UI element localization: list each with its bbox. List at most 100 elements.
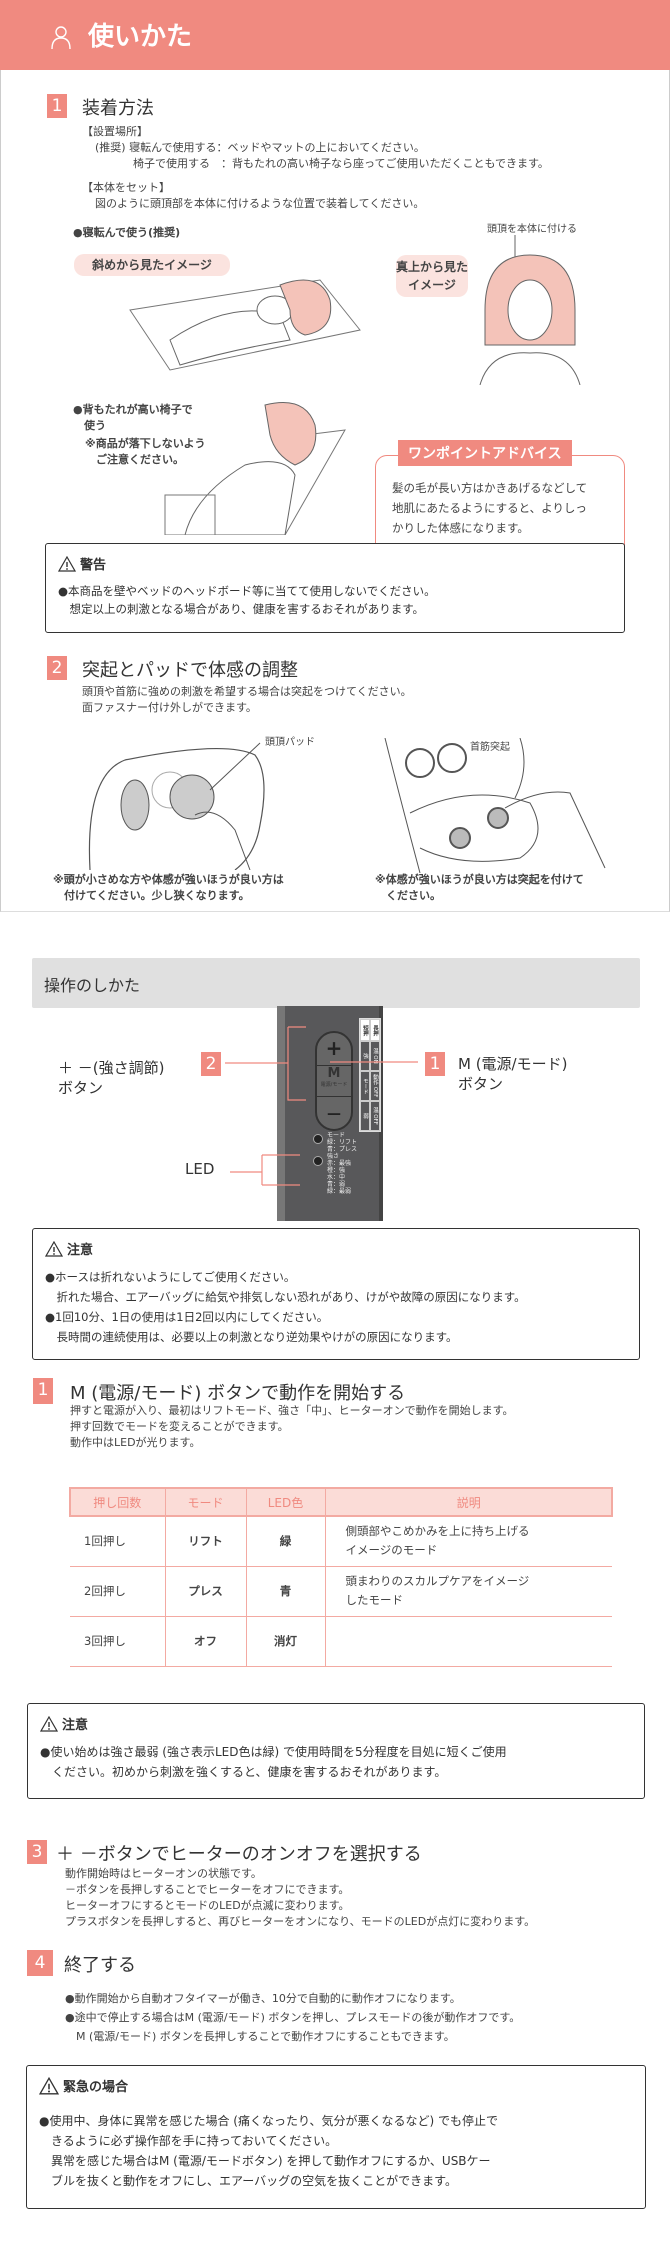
callout-number: 1 [425, 1052, 445, 1076]
page-title: 使いかた [88, 22, 193, 52]
step-text: 頭頂や首筋に強めの刺激を希望する場合は突起をつけてください。 面ファスナー付け外… [82, 685, 412, 714]
cell: 消灯 [246, 1616, 326, 1667]
table-row: 3回押しオフ消灯 [70, 1616, 612, 1667]
table-header: LED色 [246, 1488, 326, 1516]
minus-button[interactable]: — [327, 1106, 341, 1122]
led-callout: LED [185, 1160, 215, 1178]
led1-label: モード [327, 1132, 346, 1139]
diagonal-view-label: 斜めから見たイメージ [74, 254, 230, 276]
table-header: 説明 [325, 1488, 612, 1516]
callout-lines [225, 1026, 418, 1186]
caution-body: ●使い始めは強さ最弱 (強さ表示LED色は緑) で使用時間を5分程度を目処に短く… [40, 1745, 507, 1779]
table-header: モード [165, 1488, 247, 1516]
m-button-callout: M (電源/モード) ボタン [458, 1055, 568, 1093]
step-number: 2 [47, 656, 67, 680]
step-title: 終了する [64, 1955, 136, 1976]
table-row: 1回押しリフト緑側頭部やこめかみを上に持ち上げる イメージのモード [70, 1516, 612, 1567]
step-title: 装着方法 [82, 98, 154, 119]
pad-label: 頭頂パッド [265, 737, 315, 748]
advice-box: ワンポイントアドバイス 髪の毛が長い方はかきあげるなどして 地肌にあたるようにす… [375, 440, 625, 565]
cell: 3回押し [70, 1616, 166, 1667]
page-header: 使いかた [0, 0, 670, 70]
step-number: 1 [33, 1378, 53, 1404]
operation-header: 操作のしかた [32, 958, 640, 1008]
led2-sub: 赤：最強 橙：強 水：中 青：弱 緑：最弱 [327, 1160, 352, 1195]
led2-label: 強さ [327, 1153, 340, 1160]
advice-body: 髪の毛が長い方はかきあげるなどして 地肌にあたるようにすると、よりしっ かりした… [392, 481, 588, 535]
warning-icon [58, 555, 76, 572]
step-title: M (電源/モード) ボタンで動作を開始する [70, 1383, 406, 1404]
guide-heat-off: 温 OFF [370, 1101, 380, 1131]
plus-button[interactable]: + [325, 1036, 343, 1060]
lying-label: ●寝転んで使う(推奨) [73, 226, 181, 239]
cell: リフト [165, 1516, 247, 1567]
operation-title: 操作のしかた [44, 976, 141, 995]
emergency-box: 緊急の場合 ●使用中、身体に異常を感じた場合 (痛くなったり、気分が悪くなるなど… [26, 2065, 646, 2209]
step-text: ●動作開始から自動オフタイマーが働き、10分で自動的に動作オフになります。 ●途… [65, 1992, 521, 2043]
chair-illustration [164, 402, 346, 535]
top-view-label: 真上から見た イメージ [396, 255, 468, 297]
warning-title: 警告 [80, 558, 107, 573]
guide-mode: モード [360, 1071, 370, 1101]
advice-title: ワンポイントアドバイス [398, 440, 572, 466]
top-view-illustration [479, 235, 581, 385]
note-left: ※頭が小さめな方や体感が強いほうが良い方は 付けてください。少し狭くなります。 [53, 873, 284, 902]
callout-number: 2 [201, 1052, 221, 1076]
warning-box: 警告 ●本商品を壁やベッドのヘッドボード等に当てて使用しないでください。 想定以… [45, 543, 625, 633]
cell: 青 [246, 1566, 326, 1617]
m-sub-label: 電源/モード [320, 1082, 348, 1088]
bump-label: 首筋突起 [470, 742, 510, 753]
guide-strong: 強 [360, 1041, 370, 1071]
led-guide: モード 緑：リフト 青：プレス 強さ 赤：最強 橙：強 水：中 青：弱 緑：最弱 [327, 1132, 357, 1195]
caution-title: 注意 [62, 1718, 89, 1733]
place-line: (推奨) 寝転んで使用する：ベッドやマットの上においてください。 [95, 141, 425, 154]
table-row: 2回押しプレス青頭まわりのスカルプケアをイメージ したモード [70, 1566, 612, 1617]
warning-icon [45, 1240, 63, 1257]
cell: 1回押し [70, 1516, 166, 1567]
bump-illustration [384, 738, 606, 873]
function-guide: 短押 長押 強 温 ON モード 動作 OFF 弱 温 OFF [359, 1018, 381, 1132]
head-label: 頭頂を本体に付ける [487, 224, 577, 235]
note-right: ※体感が強いほうが良い方は突起を付けて ください。 [375, 873, 584, 902]
lying-illustration [129, 279, 361, 371]
m-label: M [327, 1066, 341, 1081]
step-title: 突起とパッドで体感の調整 [82, 660, 298, 681]
step-number: 4 [27, 1950, 53, 1976]
cell: 緑 [246, 1516, 326, 1567]
emergency-title: 緊急の場合 [63, 2080, 129, 2095]
set-line: 図のように頭頂部を本体に付けるような位置で装着してください。 [95, 197, 425, 210]
step-text: 動作開始時はヒーターオンの状態です。 －ボタンを長押しすることでヒーターをオフに… [65, 1867, 536, 1928]
cell: プレス [165, 1566, 247, 1617]
step-title: ＋ －ボタンでヒーターのオンオフを選択する [56, 1844, 422, 1865]
step-number: 3 [27, 1840, 47, 1864]
set-label: 【本体をセット】 [82, 181, 170, 194]
emergency-body: ●使用中、身体に異常を感じた場合 (痛くなったり、気分が悪くなるなど) でも停止… [39, 2114, 498, 2188]
place-label: 【設置場所】 [82, 125, 148, 138]
guide-power-off: 動作 OFF [370, 1071, 380, 1101]
chair-label: ●背もたれが高い椅子で 使う [73, 403, 193, 432]
step-number: 1 [47, 94, 67, 118]
caution-box: 注意 ●ホースは折れないようにしてご使用ください。 折れた場合、エアーバッグに給… [32, 1228, 640, 1360]
caution-title: 注意 [67, 1243, 94, 1258]
warning-icon [39, 2076, 59, 2094]
cell: オフ [165, 1616, 247, 1667]
caution-box: 注意 ●使い始めは強さ最弱 (強さ表示LED色は緑) で使用時間を5分程度を目処… [27, 1703, 645, 1799]
cell [325, 1616, 612, 1667]
pad-illustration [88, 742, 265, 870]
chair-note: ※商品が落下しないよう ご注意ください。 [85, 437, 206, 466]
warning-body: ●本商品を壁やベッドのヘッドボード等に当てて使用しないでください。 想定以上の刺… [58, 584, 436, 616]
step-text: 押すと電源が入り、最初はリフトモード、強さ「中」、ヒーターオンで動作を開始します… [70, 1404, 514, 1449]
cell: 頭まわりのスカルプケアをイメージ したモード [325, 1566, 612, 1617]
caution-body: ●ホースは折れないようにしてご使用ください。 折れた場合、エアーバッグに給気や排… [45, 1270, 526, 1344]
mode-led [313, 1134, 323, 1144]
guide-heat-on: 温 ON [370, 1041, 380, 1071]
led1-sub: 緑：リフト 青：プレス [327, 1139, 358, 1153]
plus-minus-callout: ＋ －(強さ調節) ボタン [58, 1059, 165, 1097]
person-icon [51, 26, 71, 50]
place-line: 椅子で使用する ：背もたれの高い椅子なら座ってご使用いただくこともできます。 [133, 157, 549, 170]
guide-short-press: 短押 [360, 1019, 370, 1041]
guide-weak: 弱 [360, 1101, 370, 1131]
warning-icon [40, 1715, 58, 1732]
